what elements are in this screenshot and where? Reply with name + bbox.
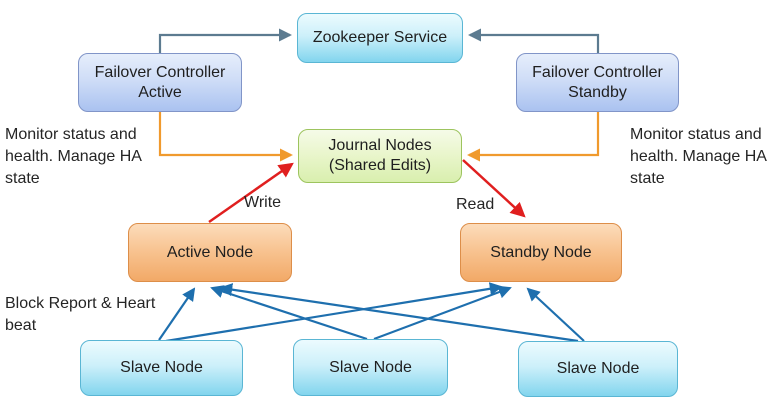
node-active-node: Active Node — [128, 223, 292, 282]
annotation-monitor-right: Monitor status and health. Manage HA sta… — [630, 126, 767, 187]
annotation-read: Read — [456, 196, 495, 213]
annotation-write: Write — [244, 194, 282, 211]
node-journal-nodes: Journal Nodes (Shared Edits) — [298, 129, 462, 183]
arrow-slave1-to-active — [158, 287, 196, 341]
node-failover-standby-label: Failover Controller Standby — [532, 63, 663, 101]
node-failover-active-label: Failover Controller Active — [94, 63, 226, 101]
arrow-slave3-to-standby — [526, 287, 585, 342]
node-slave1-label: Slave Node — [120, 359, 203, 376]
arrow-read-journal-to-standby — [462, 159, 526, 218]
node-slave2-label: Slave Node — [329, 358, 412, 376]
node-standby-node: Standby Node — [460, 223, 622, 282]
arrow-slave2-to-standby — [373, 285, 512, 341]
arrow-slave2-to-active — [210, 285, 368, 341]
node-zookeeper-service: Zookeeper Service — [297, 13, 463, 63]
node-failover-controller-active: Failover Controller Active — [78, 53, 242, 112]
annotation-monitor-left: Monitor status and health. Manage HA sta… — [5, 126, 142, 187]
node-slave3-label: Slave Node — [556, 360, 640, 377]
annotation-block-report-heartbeat: Block Report & Heart beat — [5, 295, 156, 334]
node-failover-controller-standby: Failover Controller Standby — [516, 53, 679, 112]
node-standby-label: Standby Node — [490, 243, 592, 261]
arrow-failover-standby-to-journal — [467, 112, 600, 162]
arrow-failover-active-to-zookeeper — [158, 28, 292, 53]
arrow-slave1-to-standby — [165, 282, 503, 343]
node-journal-label: Journal Nodes (Shared Edits) — [328, 137, 432, 174]
node-zookeeper-label: Zookeeper Service — [312, 29, 448, 46]
node-slave-node-1: Slave Node — [80, 340, 243, 396]
node-active-label: Active Node — [166, 243, 254, 261]
arrow-slave3-to-active — [219, 283, 579, 343]
arrow-write-active-to-journal — [208, 162, 294, 224]
arrow-failover-active-to-journal — [158, 112, 293, 162]
arrow-failover-standby-to-zookeeper — [468, 28, 600, 53]
node-slave-node-3: Slave Node — [518, 341, 678, 397]
node-slave-node-2: Slave Node — [293, 339, 448, 396]
